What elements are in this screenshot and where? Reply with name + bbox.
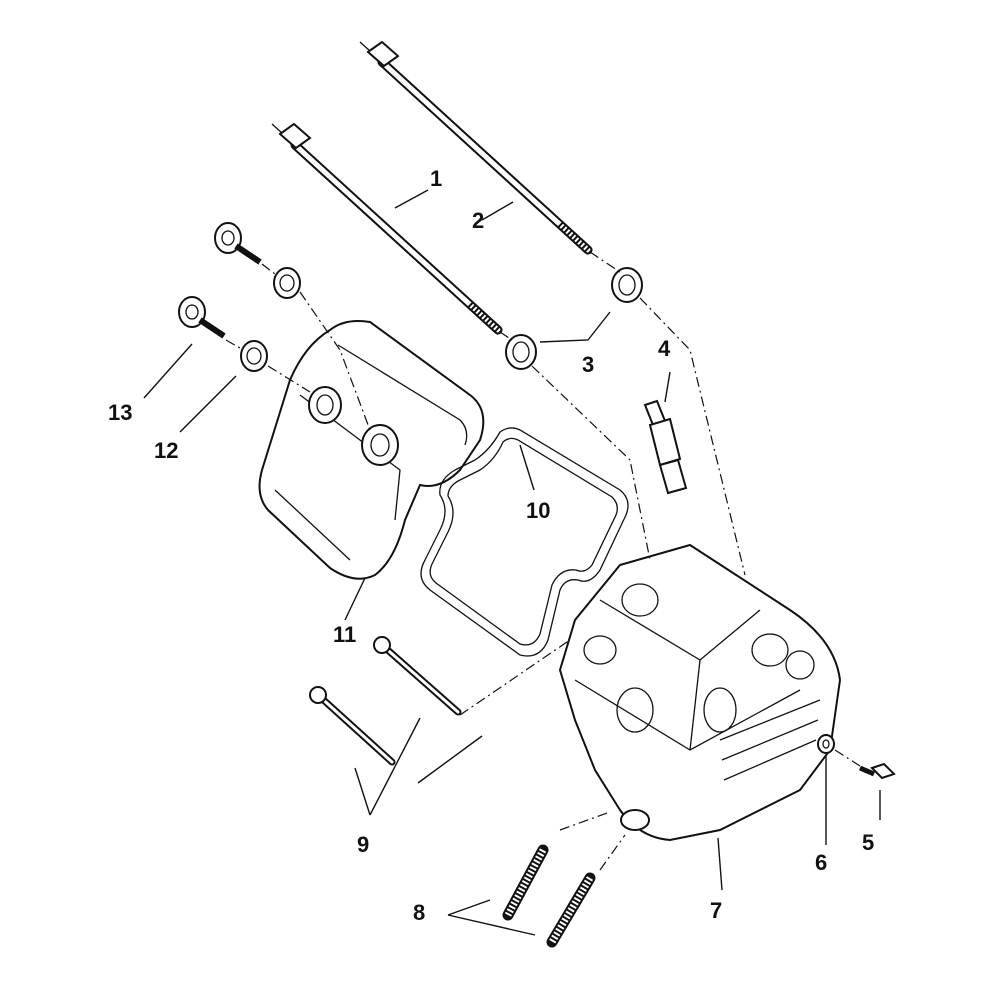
part-label-3: 3 (582, 352, 594, 377)
part-label-11: 11 (333, 622, 356, 647)
part-label-9: 9 (357, 832, 369, 857)
bolt-9b (309, 686, 396, 766)
part-label-5: 5 (862, 830, 874, 855)
long-bolt-1 (271, 122, 503, 335)
washer-3a (611, 267, 643, 303)
stud-8b (546, 872, 596, 948)
leader-lines (143, 189, 881, 936)
bolt-9a (373, 636, 462, 716)
gasket-10 (420, 427, 629, 657)
part-labels: 1 2 3 4 5 6 7 8 9 10 11 12 13 (108, 166, 874, 925)
cylinder-head-7 (558, 543, 842, 842)
washer-12b (240, 340, 268, 372)
spark-plug-4 (643, 399, 688, 495)
washer-3b (505, 334, 537, 370)
part-label-1: 1 (430, 166, 442, 191)
small-bolt-13a (214, 222, 262, 265)
stud-8a (502, 844, 549, 921)
part-label-12: 12 (154, 438, 178, 463)
part-label-4: 4 (658, 336, 671, 361)
part-label-8: 8 (413, 900, 425, 925)
part-label-2: 2 (472, 208, 484, 233)
part-label-10: 10 (526, 498, 550, 523)
washer-6 (817, 734, 835, 754)
part-label-6: 6 (815, 850, 827, 875)
part-label-13: 13 (108, 400, 132, 425)
bolt-5 (859, 762, 896, 780)
valve-cover-11 (258, 320, 485, 580)
assembly-lines (225, 251, 861, 871)
part-label-7: 7 (710, 898, 722, 923)
long-bolt-2 (359, 40, 593, 255)
washer-12a (273, 267, 301, 299)
small-bolt-13b (178, 296, 226, 339)
